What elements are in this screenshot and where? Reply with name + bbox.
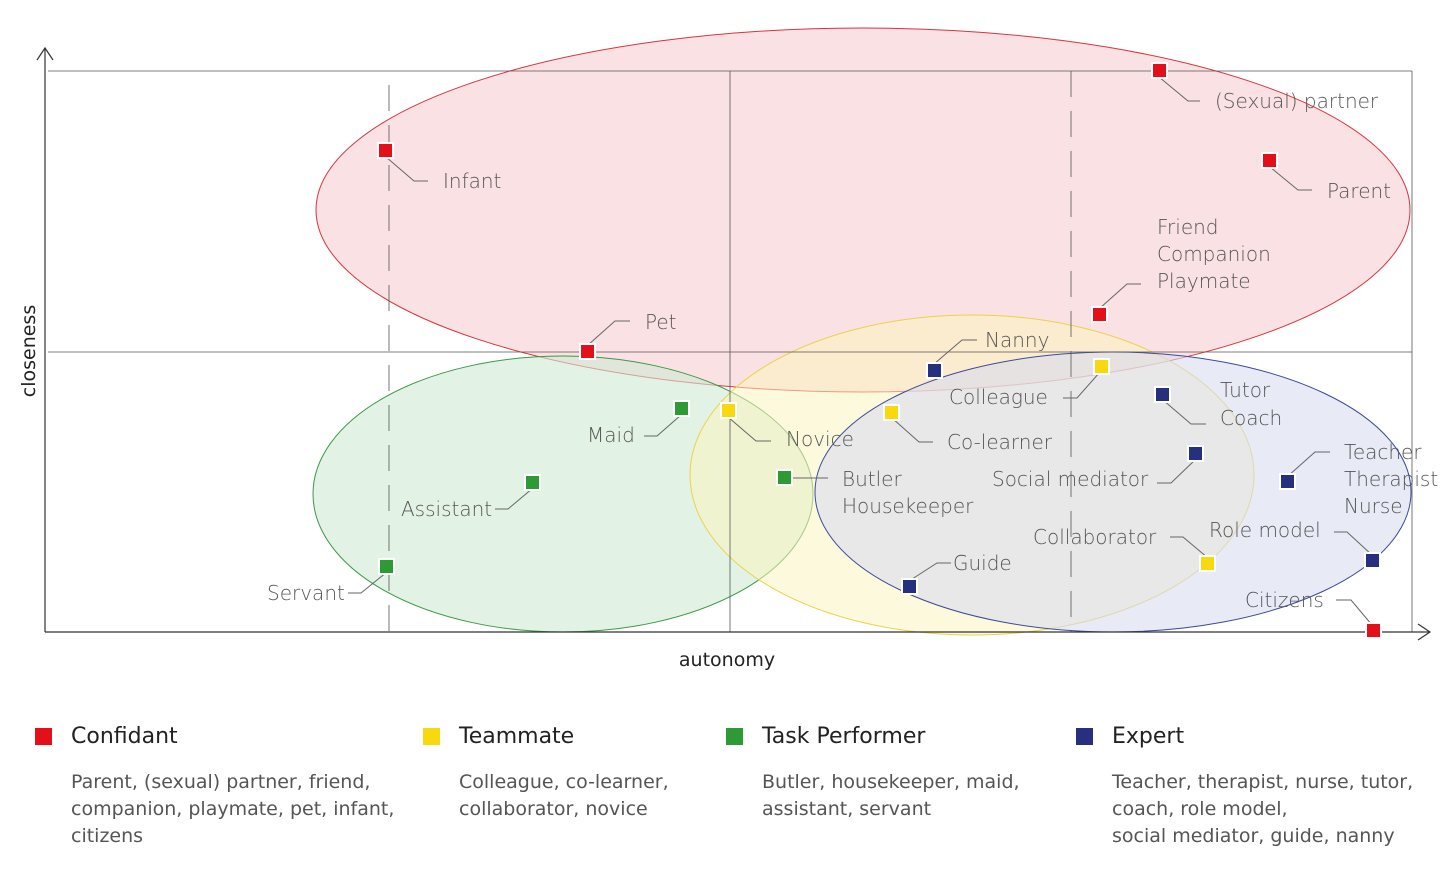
marker-assistant — [524, 474, 541, 491]
marker-guide — [901, 578, 918, 595]
label-citizens: Citizens — [1245, 588, 1324, 612]
legend-title: Expert — [1112, 724, 1185, 749]
marker-novice — [720, 402, 737, 419]
legend-description: Parent, (sexual) partner, friend, compan… — [71, 771, 395, 847]
label-sexual-partner: (Sexual) partner — [1215, 89, 1379, 113]
role-labels: (Sexual) partner Parent Infant Friend Co… — [267, 89, 1438, 612]
label-nanny: Nanny — [985, 328, 1049, 352]
teammate-swatch — [423, 728, 440, 745]
label-nurse: Nurse — [1344, 494, 1403, 518]
legend-confidant: Confidant Parent, (sexual) partner, frie… — [35, 724, 394, 850]
label-servant: Servant — [267, 581, 345, 605]
legend-title: Confidant — [71, 724, 178, 749]
label-companion: Companion — [1157, 242, 1271, 266]
legend-expert: Expert Teacher, therapist, nurse, tutor,… — [1076, 724, 1413, 850]
marker-tutor — [1154, 386, 1171, 403]
marker-maid — [673, 400, 690, 417]
marker-parent — [1261, 152, 1278, 169]
marker-infant — [377, 142, 394, 159]
marker-role-model — [1364, 552, 1381, 569]
task-performer-swatch — [726, 728, 743, 745]
leader-lines — [348, 76, 1373, 626]
legend-description: Butler, housekeeper, maid, assistant, se… — [762, 771, 1020, 820]
markers — [377, 62, 1382, 639]
marker-social-mediator — [1187, 445, 1204, 462]
label-parent: Parent — [1327, 179, 1391, 203]
label-assistant: Assistant — [401, 497, 492, 521]
marker-servant — [378, 558, 395, 575]
grid — [48, 70, 1413, 632]
confidant-swatch — [35, 728, 52, 745]
label-coach: Coach — [1220, 406, 1282, 430]
marker-sexual-partner — [1151, 62, 1168, 79]
marker-pet — [579, 343, 596, 360]
x-axis-label: autonomy — [679, 649, 775, 671]
label-playmate: Playmate — [1157, 269, 1251, 293]
label-colleague: Colleague — [949, 385, 1048, 409]
role-diagram: autonomy closeness — [18, 27, 1438, 671]
label-tutor: Tutor — [1220, 378, 1271, 402]
label-friend: Friend — [1157, 215, 1219, 239]
label-infant: Infant — [443, 169, 501, 193]
marker-nanny — [926, 362, 943, 379]
label-novice: Novice — [786, 427, 854, 451]
y-axis-label: closeness — [18, 305, 40, 397]
label-co-learner: Co-learner — [947, 430, 1053, 454]
marker-colleague — [1093, 358, 1110, 375]
label-housekeeper: Housekeeper — [842, 494, 974, 518]
label-role-model: Role model — [1209, 518, 1321, 542]
label-teacher: Teacher — [1344, 440, 1422, 464]
axes — [36, 46, 1432, 641]
legend-description: Teacher, therapist, nurse, tutor, coach,… — [1112, 771, 1414, 847]
marker-teacher — [1279, 473, 1296, 490]
legend-teammate: Teammate Colleague, co-learner, collabor… — [423, 724, 669, 823]
label-pet: Pet — [645, 310, 677, 334]
marker-butler — [776, 469, 793, 486]
legend-description: Colleague, co-learner, collaborator, nov… — [459, 771, 669, 820]
marker-collaborator — [1199, 555, 1216, 572]
marker-co-learner — [883, 404, 900, 421]
legend-task-performer: Task Performer Butler, housekeeper, maid… — [726, 724, 1020, 823]
marker-citizens — [1365, 622, 1382, 639]
label-maid: Maid — [587, 423, 635, 447]
label-butler: Butler — [842, 467, 902, 491]
label-guide: Guide — [953, 551, 1012, 575]
legend-title: Teammate — [459, 724, 575, 749]
label-collaborator: Collaborator — [1033, 525, 1157, 549]
marker-friend — [1091, 306, 1108, 323]
expert-swatch — [1076, 728, 1093, 745]
label-social-mediator: Social mediator — [992, 467, 1149, 491]
legend-title: Task Performer — [762, 724, 926, 749]
label-therapist: Therapist — [1344, 467, 1438, 491]
